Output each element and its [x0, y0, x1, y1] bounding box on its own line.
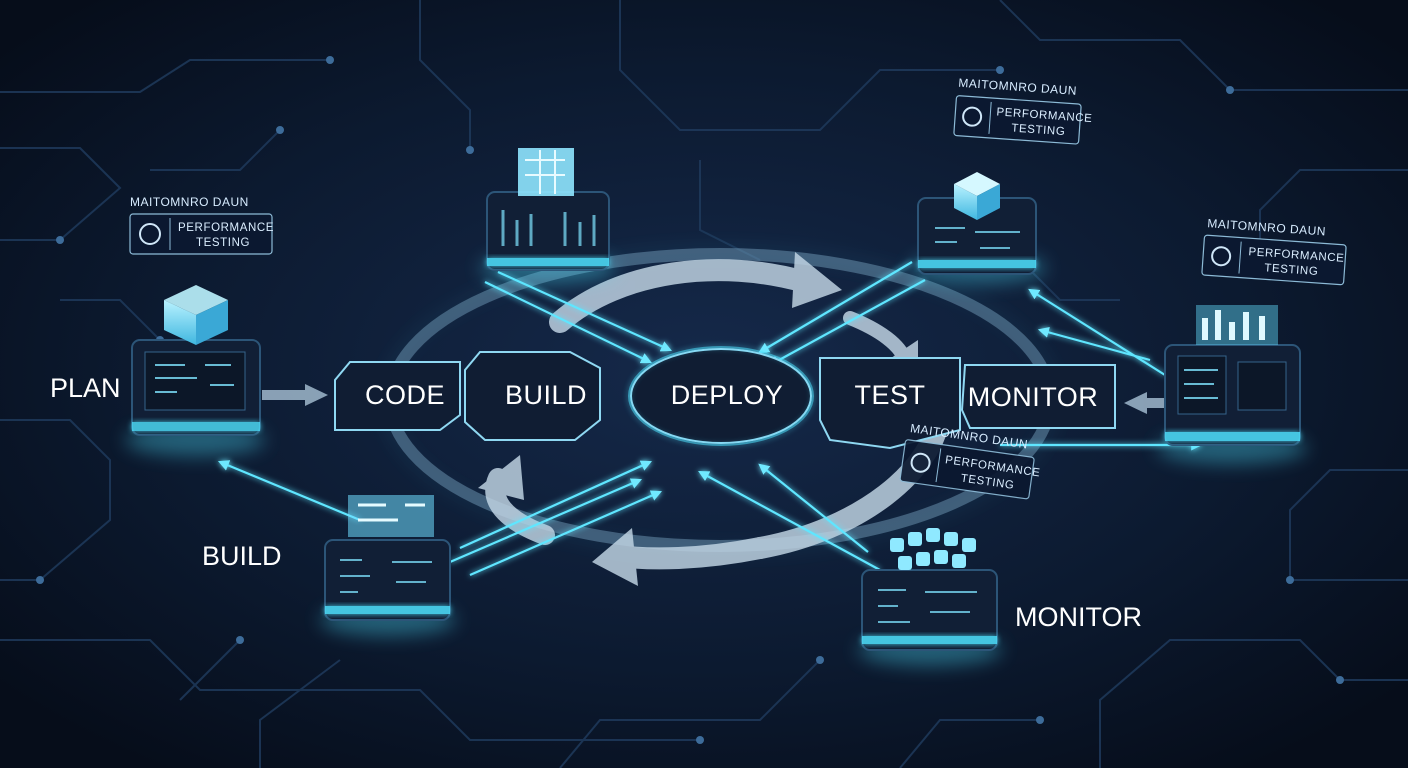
gear-brain-icon — [910, 452, 931, 473]
server-node-build-top — [480, 148, 616, 284]
server-node-plan — [125, 285, 265, 456]
badge-header: MAITOMNRO DAUN — [130, 195, 249, 209]
stage-label-build: BUILD — [505, 380, 587, 410]
badge-right: MAITOMNRO DAUN PERFORMANCE TESTING — [1201, 216, 1347, 286]
stage-label-deploy: DEPLOY — [671, 380, 784, 410]
gear-brain-icon — [139, 223, 161, 245]
gear-brain-icon — [962, 106, 983, 127]
hologram-cube-icon — [348, 495, 434, 537]
hologram-cube-icon — [518, 148, 574, 196]
hologram-cube-icon — [1196, 305, 1278, 345]
gear-brain-icon — [1211, 246, 1232, 267]
hologram-cube-icon — [164, 285, 228, 345]
hologram-cube-icon — [890, 528, 976, 570]
stage-code-shape — [334, 361, 461, 431]
server-node-test — [910, 172, 1046, 284]
stage-test-shape — [819, 357, 961, 450]
gray-arrows — [262, 384, 1170, 414]
badge-top: MAITOMNRO DAUN PERFORMANCE TESTING — [953, 76, 1093, 145]
badge-line2: TESTING — [196, 237, 250, 249]
stage-label-code: CODE — [365, 380, 445, 410]
side-label-build: BUILD — [202, 541, 282, 571]
stage-build-shape — [464, 351, 601, 441]
stage-monitor-shape — [960, 364, 1116, 429]
server-node-monitor-right — [1157, 305, 1307, 464]
badge-line2: TESTING — [1011, 122, 1066, 138]
pipeline-stages — [334, 348, 1116, 450]
side-label-monitor: MONITOR — [1015, 602, 1142, 632]
server-node-build-bottom — [320, 495, 456, 636]
stage-label-test: TEST — [854, 380, 925, 410]
stage-labels: CODE BUILD DEPLOY TEST MONITOR — [365, 380, 1098, 412]
stage-label-monitor: MONITOR — [968, 382, 1099, 412]
badge-line2: TESTING — [1264, 262, 1319, 278]
connector-lines — [217, 261, 1203, 577]
badge-center: MAITOMNRO DAUN PERFORMANCE TESTING — [899, 421, 1041, 500]
cycle-arrow-icon — [478, 252, 951, 586]
badge-line1: PERFORMANCE — [178, 222, 274, 234]
badge-left: MAITOMNRO DAUN PERFORMANCE TESTING — [129, 195, 274, 255]
stage-deploy-shape — [630, 348, 812, 444]
server-node-monitor-bottom — [858, 528, 1002, 666]
hologram-cube-icon — [954, 172, 1000, 220]
side-label-plan: PLAN — [50, 373, 121, 403]
